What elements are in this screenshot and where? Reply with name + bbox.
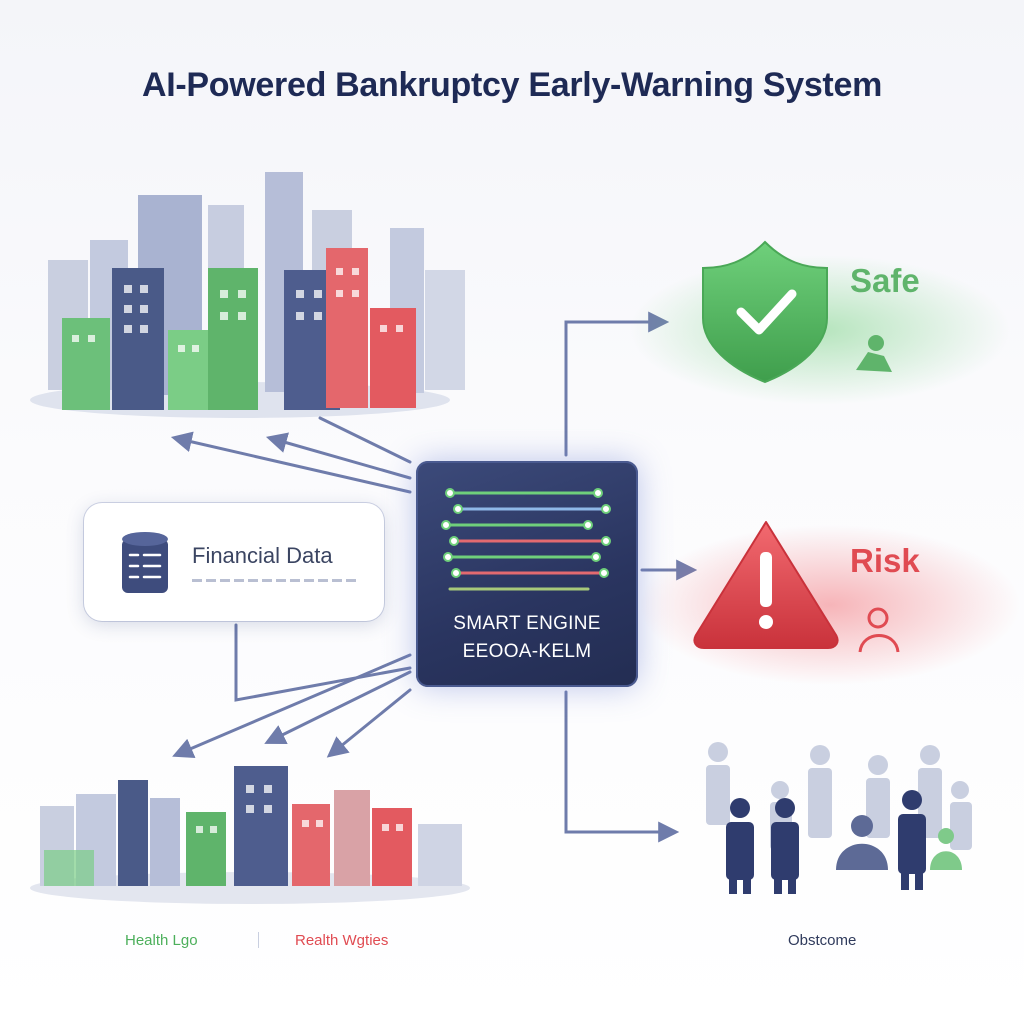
shield-check-icon [702, 240, 828, 384]
arrow-engine-to-city-3 [170, 431, 412, 494]
arrow-engine-to-bottom-2 [264, 670, 412, 744]
engine-model-name: EEOOA-KELM [462, 641, 592, 662]
people-group-icon [706, 742, 972, 894]
risk-label: Risk [850, 542, 920, 579]
arrow-engine-to-city-2 [265, 432, 412, 480]
risk-person-icon [858, 607, 900, 653]
label-divider [258, 932, 259, 948]
top-city-skyline-icon [30, 172, 465, 418]
page-title: AI-Powered Bankruptcy Early-Warning Syst… [142, 66, 882, 104]
circuit-icon [441, 488, 611, 591]
card-divider [192, 579, 356, 582]
outcome-label: Obstcome [788, 932, 857, 949]
risk-outcome [640, 521, 1020, 685]
arrow-card-down [234, 623, 412, 702]
smart-engine-panel[interactable]: SMART ENGINE EEOOA-KELM [416, 461, 638, 687]
database-icon [122, 532, 168, 593]
financial-data-card[interactable]: Financial Data [84, 503, 384, 621]
financial-data-label: Financial Data [192, 543, 333, 568]
arrow-engine-to-bottom-1 [172, 653, 412, 759]
unhealthy-label: Realth Wgties [295, 932, 389, 949]
safe-label: Safe [850, 262, 920, 299]
bottom-city-skyline-icon [30, 766, 470, 904]
flow-arrows [170, 311, 698, 843]
healthy-label: Health Lgo [125, 932, 198, 949]
engine-title: SMART ENGINE [453, 613, 601, 634]
safe-person-icon [856, 335, 892, 372]
arrow-engine-to-city-1 [318, 416, 412, 464]
arrow-engine-to-outcome [564, 690, 680, 843]
safe-outcome [630, 240, 1010, 405]
arrow-engine-to-bottom-3 [326, 688, 412, 758]
